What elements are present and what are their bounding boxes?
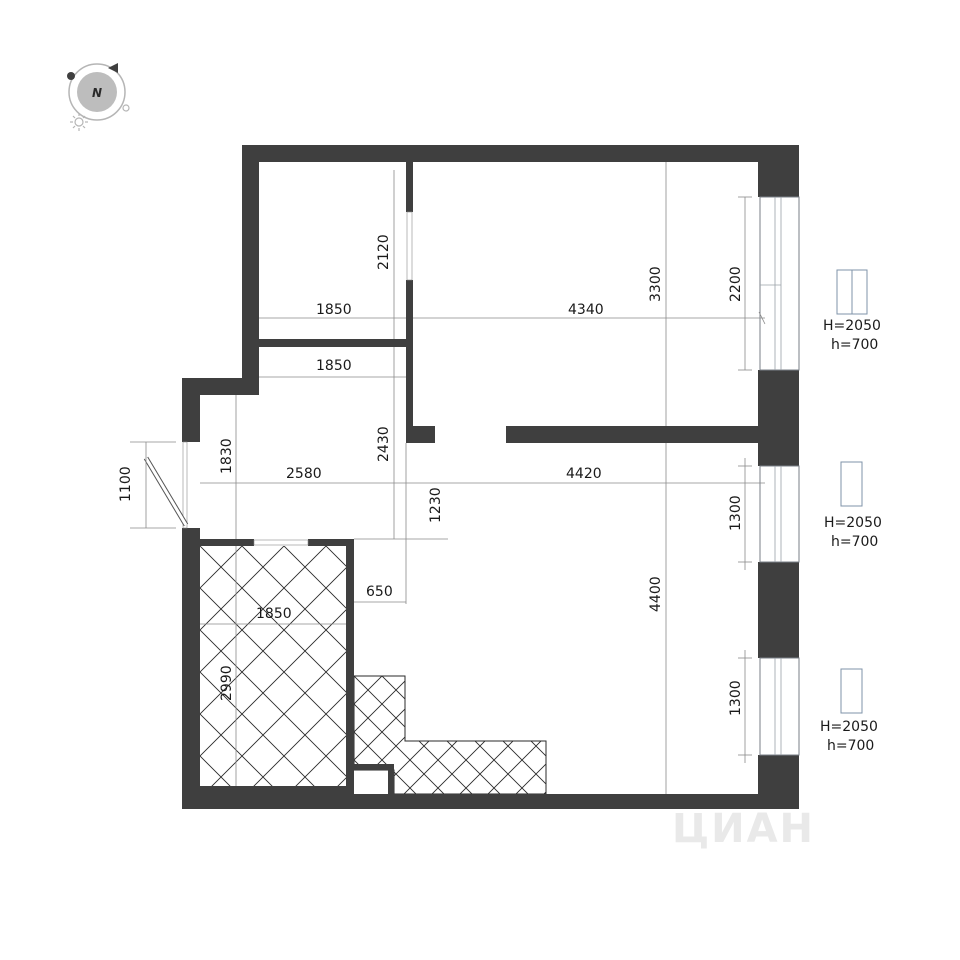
window-legend-3-h: h=700 xyxy=(827,738,874,754)
dimension-labels: 1850 2120 4340 3300 2200 1850 2430 2580 … xyxy=(118,234,744,716)
dim-corridor-depth: 2430 xyxy=(376,426,392,462)
window-legend-1-h: h=700 xyxy=(831,337,878,353)
window-legend-1: H=2050 h=700 xyxy=(823,269,881,353)
bathroom-door-opening xyxy=(253,539,309,546)
dim-kitchen-depth: 4400 xyxy=(648,576,664,612)
bathroom-tile-floor xyxy=(200,546,346,786)
dim-corridor-width: 1850 xyxy=(316,358,352,374)
window-legend-2-H: H=2050 xyxy=(824,515,882,531)
dim-bath-depth: 2990 xyxy=(219,665,235,701)
dim-hall-width: 2580 xyxy=(286,466,322,482)
window-kitchen-1 xyxy=(759,465,800,563)
dim-small-room-height: 2120 xyxy=(376,234,392,270)
window-legend-1-H: H=2050 xyxy=(823,318,881,334)
watermark: ЦИАН xyxy=(672,806,815,852)
dim-entry-door: 1100 xyxy=(118,466,134,502)
dim-kitchen-window-1: 1300 xyxy=(728,495,744,531)
dim-kitchen-window-2: 1300 xyxy=(728,680,744,716)
dim-hall-depth: 1830 xyxy=(219,438,235,474)
dim-passage: 650 xyxy=(366,584,393,600)
window-bedroom xyxy=(759,196,800,371)
dim-kitchen-offset: 1230 xyxy=(428,487,444,523)
compass-north-label: N xyxy=(92,86,102,100)
window-legend-3-H: H=2050 xyxy=(820,719,878,735)
window-kitchen-2 xyxy=(759,657,800,756)
window-legend-2: H=2050 h=700 xyxy=(824,461,882,550)
sun-icon xyxy=(70,113,88,131)
dim-big-room-width: 4340 xyxy=(568,302,604,318)
dim-big-room-depth: 3300 xyxy=(648,266,664,302)
dim-bath-width: 1850 xyxy=(256,606,292,622)
room-door-opening xyxy=(406,211,413,281)
dim-big-room-window: 2200 xyxy=(728,266,744,302)
dim-kitchen-width: 4420 xyxy=(566,466,602,482)
dim-small-room-width: 1850 xyxy=(316,302,352,318)
window-legend-3: H=2050 h=700 xyxy=(820,668,878,754)
compass-icon: N xyxy=(67,63,130,121)
walls xyxy=(182,145,799,809)
kitchen-tile-floor xyxy=(354,676,546,794)
entry-door xyxy=(143,441,189,529)
window-legend-2-h: h=700 xyxy=(831,534,878,550)
dimension-lines xyxy=(130,162,766,794)
